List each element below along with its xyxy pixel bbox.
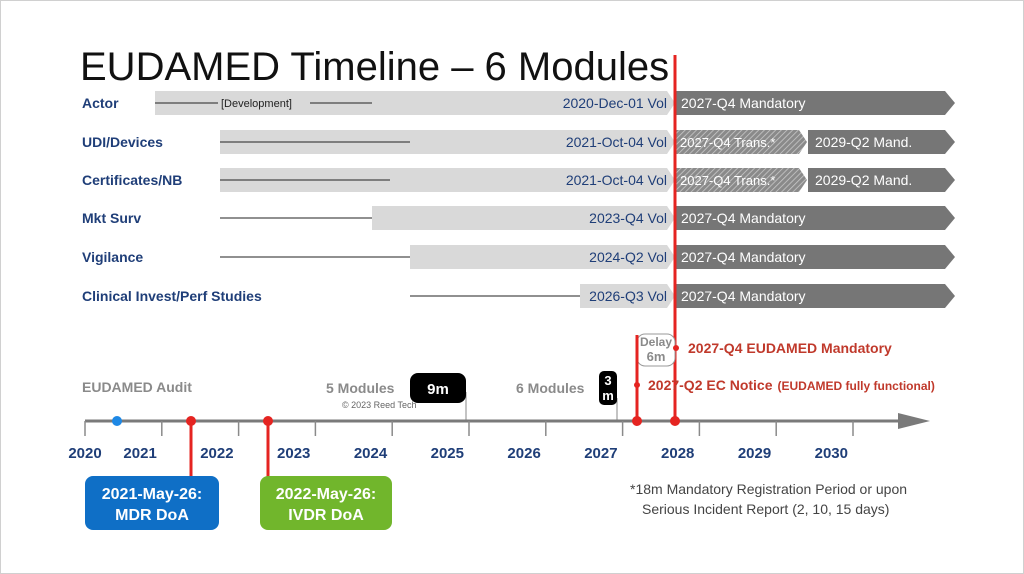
ec-notice: 2027-Q2 EC Notice(EUDAMED fully function… (648, 377, 935, 393)
voluntary-bar (220, 168, 675, 192)
voluntary-label: 2026-Q3 Vol (589, 288, 667, 304)
transition-bar (675, 168, 807, 192)
ec-notice-marker (632, 416, 642, 426)
copyright-label: © 2023 Reed Tech (342, 400, 417, 410)
mandatory-bar (808, 168, 955, 192)
module-name: Mkt Surv (82, 210, 141, 226)
nine-m-label: 9m (427, 381, 449, 398)
mandatory-label: 2029-Q2 Mand. (815, 134, 912, 150)
ec-notice-dot (634, 382, 640, 388)
transition-label: 2027-Q4 Trans.* (680, 173, 775, 188)
mandatory-label: 2027-Q4 Mandatory (681, 95, 806, 111)
axis-year-label: 2024 (354, 445, 388, 462)
module-name: UDI/Devices (82, 134, 163, 150)
mdr-doa-box (85, 476, 219, 530)
mdr-doa-label: MDR DoA (115, 507, 189, 524)
module-name: Actor (82, 95, 119, 111)
axis-year-label: 2025 (431, 445, 464, 462)
ivdr-doa-label: IVDR DoA (288, 507, 364, 524)
voluntary-label: 2023-Q4 Vol (589, 210, 667, 226)
three-m-unit: m (602, 388, 614, 403)
axis-year-label: 2023 (277, 445, 310, 462)
voluntary-bar (410, 245, 675, 269)
axis-year-label: 2020 (68, 445, 101, 462)
mandatory-bar (675, 245, 955, 269)
mandatory-label: 2027-Q4 Mandatory (681, 288, 806, 304)
axis-year-label: 2028 (661, 445, 694, 462)
mandatory-bar (675, 206, 955, 230)
module-name: Certificates/NB (82, 172, 182, 188)
ivdr-marker (263, 416, 273, 426)
audit-marker (112, 416, 122, 426)
five-modules-label: 5 Modules (326, 380, 395, 396)
mdr-doa-date: 2021-May-26: (102, 486, 203, 503)
mandatory-label: 2027-Q4 Mandatory (681, 249, 806, 265)
axis-year-label: 2030 (815, 445, 848, 462)
module-name: Clinical Invest/Perf Studies (82, 288, 262, 304)
page-title: EUDAMED Timeline – 6 Modules (80, 45, 669, 89)
development-label: [Development] (221, 98, 292, 110)
three-m-box (599, 371, 617, 405)
eudamed-audit-label: EUDAMED Audit (82, 379, 192, 395)
ivdr-doa-box (260, 476, 392, 530)
axis-year-label: 2027 (584, 445, 617, 462)
mandatory-marker (670, 416, 680, 426)
three-m-digit: 3 (604, 373, 611, 388)
six-modules-label: 6 Modules (516, 380, 585, 396)
mdr-marker (186, 416, 196, 426)
module-row: UDI/Devices 2021-Oct-04 Vol 2027-Q4 Trans.… (82, 130, 955, 154)
transition-label: 2027-Q4 Trans.* (680, 135, 775, 150)
axis-ticks: 2020 2021 2022 2023 2024 2025 2026 2027 2028 2029… (68, 421, 854, 462)
module-row: Certificates/NB 2021-Oct-04 Vol 2027-Q4 Tr… (82, 168, 955, 192)
delay-label: Delay (640, 335, 672, 349)
voluntary-label: 2021-Oct-04 Vol (566, 134, 667, 150)
voluntary-label: 2024-Q2 Vol (589, 249, 667, 265)
axis-year-label: 2029 (738, 445, 771, 462)
axis-year-label: 2021 (123, 445, 156, 462)
mandatory-note-dot (673, 345, 679, 351)
module-rows: [Development] Actor 2020-Dec-01 Vol 2027-Q4… (82, 91, 955, 308)
mandatory-label: 2029-Q2 Mand. (815, 172, 912, 188)
mandatory-bar (675, 284, 955, 308)
footnote-line-1: *18m Mandatory Registration Period or up… (630, 481, 907, 497)
axis-year-label: 2022 (200, 445, 233, 462)
axis-year-label: 2026 (507, 445, 540, 462)
module-row: Vigilance 2024-Q2 Vol 2027-Q4 Mandatory (82, 245, 955, 269)
ivdr-doa-date: 2022-May-26: (276, 486, 377, 503)
voluntary-label: 2021-Oct-04 Vol (566, 172, 667, 188)
mandatory-bar (808, 130, 955, 154)
nine-m-box (410, 373, 466, 403)
axis-arrowhead (898, 413, 930, 429)
module-name: Vigilance (82, 249, 143, 265)
mandatory-bar (675, 91, 955, 115)
voluntary-bar (580, 284, 675, 308)
transition-bar (675, 130, 807, 154)
mandatory-note: 2027-Q4 EUDAMED Mandatory (688, 340, 892, 356)
voluntary-label: 2020-Dec-01 Vol (563, 95, 667, 111)
footnote-line-2: Serious Incident Report (2, 10, 15 days) (642, 501, 889, 517)
development-label-bg (218, 95, 310, 111)
mandatory-label: 2027-Q4 Mandatory (681, 210, 806, 226)
module-row: [Development] Actor 2020-Dec-01 Vol 2027-Q4… (82, 91, 955, 115)
voluntary-bar (220, 130, 675, 154)
module-row: Clinical Invest/Perf Studies 2026-Q3 Vol 2… (82, 284, 955, 308)
delay-months: 6m (647, 349, 666, 364)
module-row: Mkt Surv 2023-Q4 Vol 2027-Q4 Mandatory (82, 206, 955, 230)
voluntary-bar (372, 206, 675, 230)
